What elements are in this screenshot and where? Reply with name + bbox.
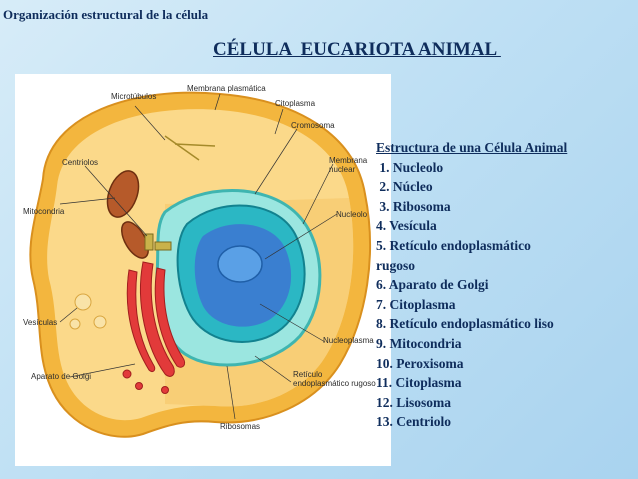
golgi-apparatus — [122, 261, 186, 394]
legend-item: 13. Centriolo — [376, 414, 451, 430]
label-reticulo: Retículo endoplasmático rugoso — [293, 370, 376, 388]
legend-item: 1. Nucleolo — [376, 159, 444, 175]
label-nucleolo: Nucleolo — [336, 210, 368, 219]
legend-item: 11. Citoplasma — [376, 375, 462, 391]
label-vesiculas: Vesículas — [23, 318, 58, 327]
vesicles — [69, 293, 107, 330]
cell-diagram: Microtúbulos Membrana plasmática Citopla… — [15, 74, 391, 466]
main-title: CÉLULA EUCARIOTA ANIMAL — [213, 39, 501, 60]
microtubules — [164, 135, 216, 161]
mitochondria — [106, 170, 149, 259]
label-nucleoplasma: Nucleoplasma — [323, 336, 374, 345]
label-cromosoma: Cromosoma — [291, 121, 335, 130]
legend-item: 12. Lisosoma — [376, 394, 452, 410]
label-mitocondria: Mitocondria — [23, 207, 65, 216]
legend: Estructura de una Célula Animal 1. Nucle… — [376, 138, 626, 432]
legend-item: 9. Mitocondria — [376, 335, 462, 351]
label-citoplasma: Citoplasma — [275, 99, 316, 108]
legend-item: 2. Núcleo — [376, 179, 433, 195]
label-aparato-golgi: Aparato de Golgi — [31, 372, 92, 381]
centrioles — [144, 233, 172, 251]
legend-heading: Estructura de una Célula Animal — [376, 140, 568, 155]
legend-item: rugoso — [376, 257, 416, 273]
leader-lines — [59, 93, 338, 420]
nucleolus — [217, 245, 263, 283]
legend-item: 6. Aparato de Golgi — [376, 277, 489, 293]
label-membrana-nuclear: Membrana nuclear — [329, 156, 368, 174]
legend-item: 8. Retículo endoplasmático liso — [376, 316, 554, 332]
legend-item: 3. Ribosoma — [376, 198, 451, 214]
label-centriolos: Centriolos — [62, 158, 99, 167]
label-microtubulos: Microtúbulos — [111, 92, 157, 101]
legend-item: 5. Retículo endoplasmático — [376, 237, 531, 253]
label-ribosomas: Ribosomas — [220, 422, 261, 431]
legend-item: 10. Peroxisoma — [376, 355, 464, 371]
legend-item: 7. Citoplasma — [376, 296, 456, 312]
legend-item: 4. Vesícula — [376, 218, 437, 234]
label-membrana-plasmatica: Membrana plasmática — [187, 84, 266, 93]
header-title: Organización estructural de la célula — [3, 7, 209, 22]
cell-illustration — [29, 91, 372, 438]
